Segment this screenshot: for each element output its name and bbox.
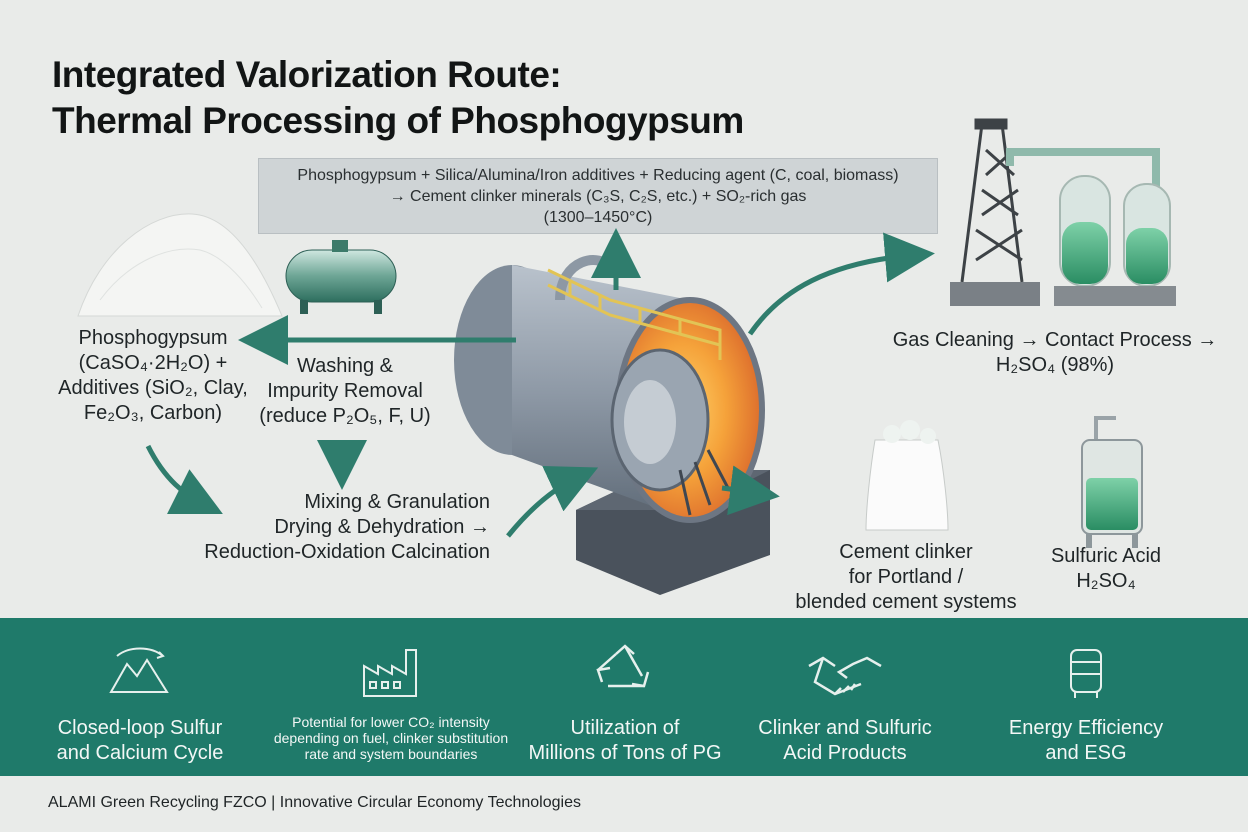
feed-line-3: Additives (SiO₂, Clay, bbox=[58, 377, 248, 399]
benefit-1-line-2: and Calcium Cycle bbox=[56, 742, 224, 764]
page-title: Integrated Valorization Route: Thermal P… bbox=[52, 52, 812, 144]
feed-line-1: Phosphogypsum bbox=[78, 327, 228, 349]
title-line-2: Thermal Processing of Phosphogypsum bbox=[52, 100, 744, 141]
clinker-line-1: Cement clinker bbox=[839, 541, 973, 563]
gas-tower-icon bbox=[950, 118, 1040, 306]
process-arrows bbox=[145, 228, 935, 538]
recycle-icon bbox=[596, 644, 650, 688]
arrow-into-kiln bbox=[506, 466, 599, 538]
benefit-3-line-1: Utilization of bbox=[570, 717, 680, 739]
benefit-co2: Potential for lower CO₂ intensity depend… bbox=[256, 632, 526, 762]
footer-text: ALAMI Green Recycling FZCO | Innovative … bbox=[48, 794, 581, 811]
rotary-kiln-icon bbox=[454, 255, 765, 523]
storage-tank-icon bbox=[1070, 649, 1102, 698]
gas-cleaning-label: Gas Cleaning → Contact Process → H₂SO₄ (… bbox=[880, 328, 1230, 378]
arrow-to-gas-cleaning bbox=[747, 232, 935, 336]
storage-tank-icon bbox=[285, 240, 397, 314]
phosphogypsum-pile-icon bbox=[77, 213, 283, 317]
benefit-1-line-1: Closed-loop Sulfur bbox=[57, 717, 223, 739]
clinker-product-label: Cement clinker for Portland / blended ce… bbox=[786, 540, 1026, 615]
benefit-2-line-1: Potential for lower CO₂ intensity bbox=[292, 714, 490, 730]
benefit-5-line-1: Energy Efficiency bbox=[1008, 717, 1164, 739]
mixing-line-3: Reduction-Oxidation Calcination bbox=[204, 541, 490, 563]
reaction-line-2: → Cement clinker minerals (C₃S, C₂S, etc… bbox=[389, 188, 807, 205]
washing-line-2: Impurity Removal bbox=[267, 380, 423, 402]
benefit-utilization: Utilization of Millions of Tons of PG bbox=[500, 632, 750, 766]
acid-line-1: Sulfuric Acid bbox=[1050, 545, 1162, 567]
absorption-tanks-icon bbox=[1006, 148, 1176, 306]
factory-icon bbox=[363, 649, 417, 697]
clinker-line-2: for Portland / bbox=[848, 566, 964, 588]
reaction-line-3: (1300–1450°C) bbox=[543, 209, 653, 226]
feed-line-4: Fe₂O₃, Carbon) bbox=[83, 402, 223, 424]
benefits-band bbox=[0, 618, 1248, 776]
gas-line-2: H₂SO₄ (98%) bbox=[995, 354, 1115, 376]
benefit-5-line-2: and ESG bbox=[1045, 742, 1127, 764]
mixing-line-2: Drying & Dehydration → bbox=[274, 516, 490, 538]
acid-line-2: H₂SO₄ bbox=[1076, 570, 1136, 592]
benefit-2-line-2: depending on fuel, clinker substitution bbox=[273, 730, 509, 746]
benefit-4-line-1: Clinker and Sulfuric bbox=[758, 717, 932, 739]
acid-product-label: Sulfuric Acid H₂SO₄ bbox=[1036, 544, 1176, 594]
benefit-closed-loop: Closed-loop Sulfur and Calcium Cycle bbox=[40, 632, 240, 766]
acid-vessel-icon bbox=[1081, 416, 1143, 548]
feed-line-2: (CaSO₄·2H₂O) + bbox=[78, 352, 228, 374]
handshake-icon bbox=[808, 656, 882, 696]
benefit-2-line-3: rate and system boundaries bbox=[304, 746, 478, 762]
mixing-label: Mixing & Granulation Drying & Dehydratio… bbox=[170, 490, 490, 565]
mountain-cycle-icon bbox=[109, 647, 169, 693]
washing-line-3: (reduce P₂O₅, F, U) bbox=[259, 405, 431, 427]
benefit-4-line-2: Acid Products bbox=[783, 742, 907, 764]
cement-bag-icon bbox=[865, 420, 949, 531]
mixing-line-1: Mixing & Granulation bbox=[304, 491, 490, 513]
benefit-energy: Energy Efficiency and ESG bbox=[976, 632, 1196, 766]
arrow-feed-down bbox=[145, 444, 223, 514]
process-illustration bbox=[77, 118, 1176, 595]
gas-line-1: Gas Cleaning → Contact Process → bbox=[892, 329, 1218, 351]
clinker-line-3: blended cement systems bbox=[795, 591, 1017, 613]
washing-line-1: Washing & bbox=[297, 355, 393, 377]
reaction-equation-box: Phosphogypsum + Silica/Alumina/Iron addi… bbox=[258, 158, 938, 234]
title-line-1: Integrated Valorization Route: bbox=[52, 54, 562, 95]
washing-label: Washing & Impurity Removal (reduce P₂O₅,… bbox=[250, 354, 440, 429]
arrow-out-kiln bbox=[721, 465, 780, 516]
reaction-line-1: Phosphogypsum + Silica/Alumina/Iron addi… bbox=[297, 167, 899, 184]
feed-label: Phosphogypsum (CaSO₄·2H₂O) + Additives (… bbox=[38, 326, 268, 426]
benefit-products: Clinker and Sulfuric Acid Products bbox=[730, 632, 960, 766]
benefit-3-line-2: Millions of Tons of PG bbox=[528, 742, 722, 764]
